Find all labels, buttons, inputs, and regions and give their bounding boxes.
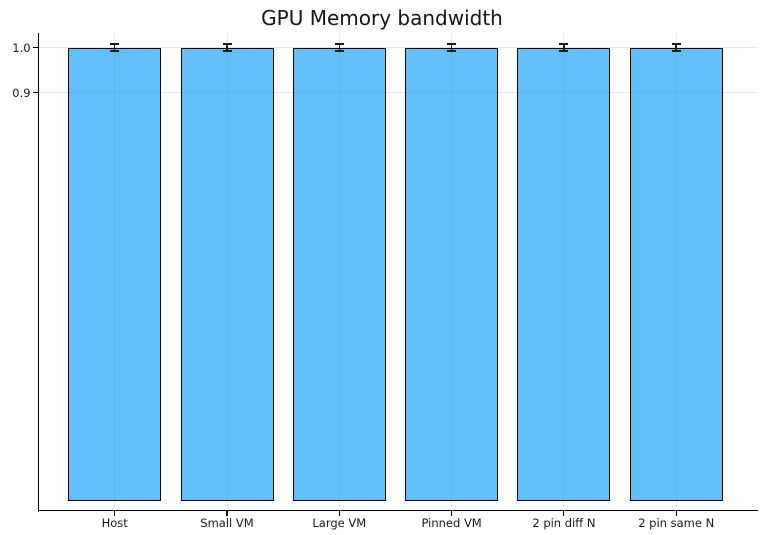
error-bar-cap-top <box>671 43 681 45</box>
error-bar-cap-top <box>222 43 232 45</box>
x-axis-tick <box>675 510 677 516</box>
error-bar-stem <box>226 43 228 52</box>
error-bar-cap-bottom <box>110 50 120 52</box>
bar-host <box>68 47 162 501</box>
error-bar-cap-bottom <box>671 50 681 52</box>
y-tick-label: 0.9 <box>12 85 31 100</box>
error-bar-cap-bottom <box>334 50 344 52</box>
x-axis-tick <box>451 510 453 516</box>
y-gridline <box>38 47 758 48</box>
error-bar-stem <box>450 43 453 52</box>
x-axis-tick <box>563 510 565 516</box>
x-tick-label: Host <box>101 516 128 530</box>
error-bar-cap-top <box>334 43 344 45</box>
y-tick-label: 1.0 <box>12 40 31 55</box>
y-axis-tick <box>32 46 39 49</box>
bar-2-pin-same-n <box>629 47 723 501</box>
y-gridline <box>38 92 758 94</box>
error-bar-cap-top <box>559 43 569 45</box>
y-axis-tick <box>32 92 39 94</box>
x-axis-tick <box>114 510 116 516</box>
x-tick-label: Pinned VM <box>421 516 482 530</box>
y-axis-line <box>37 33 40 512</box>
x-tick-label: Large VM <box>312 516 367 530</box>
error-bar-cap-bottom <box>447 50 457 52</box>
bar-large-vm <box>292 47 386 501</box>
x-axis-line <box>37 509 758 512</box>
error-bar-cap-top <box>110 43 120 45</box>
error-bar-stem <box>563 43 565 52</box>
bar-pinned-vm <box>405 47 499 501</box>
error-bar-cap-top <box>447 43 457 45</box>
x-tick-label: 2 pin diff N <box>532 516 596 530</box>
x-tick-label: 2 pin same N <box>638 516 715 530</box>
x-axis-tick <box>338 510 340 516</box>
error-bar-stem <box>338 43 341 52</box>
error-bar-stem <box>675 43 677 52</box>
error-bar-cap-bottom <box>559 50 569 52</box>
error-bar-stem <box>113 43 116 52</box>
x-axis-tick <box>226 510 228 516</box>
bar-2-pin-diff-n <box>517 47 611 501</box>
x-tick-label: Small VM <box>200 516 254 530</box>
chart-title: GPU Memory bandwidth <box>261 6 503 30</box>
error-bar-cap-bottom <box>222 50 232 52</box>
bar-small-vm <box>180 47 274 501</box>
